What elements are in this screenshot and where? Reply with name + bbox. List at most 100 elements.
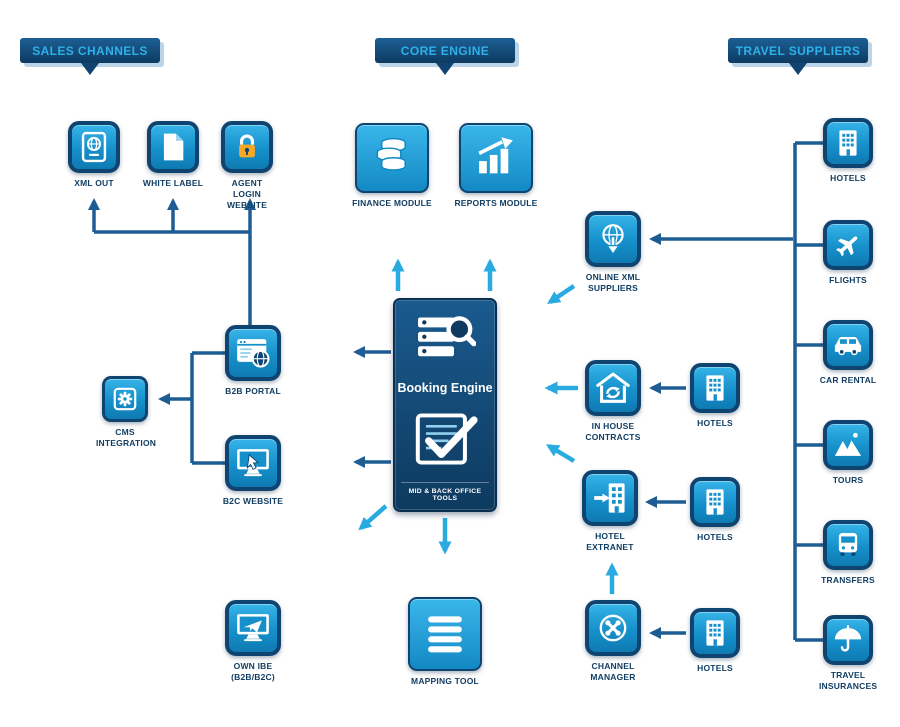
node-channel-manager: CHANNEL MANAGER — [585, 600, 641, 683]
white-label-label: WHITE LABEL — [142, 178, 204, 188]
node-agent-login: AGENT LOGIN WEBSITE — [221, 121, 273, 211]
cms-integration-label: CMS INTEGRATION — [96, 427, 157, 449]
monitor-cursor-icon — [237, 449, 269, 477]
hotels-tile — [690, 363, 740, 413]
mountains-icon-tile — [823, 420, 873, 470]
umbrella-icon — [834, 625, 862, 652]
online-xml-label: ONLINE XML SUPPLIERS — [585, 272, 641, 294]
umbrella-tile — [823, 615, 873, 665]
node-mapping-tool: MAPPING TOOL — [408, 597, 482, 687]
node-hotels-mid-1: HOTELS — [690, 363, 740, 429]
hotels-tile — [823, 118, 873, 168]
database-icon — [376, 137, 406, 171]
mapping-tool-tile — [408, 597, 482, 671]
supplier-hotels-label: HOTELS — [830, 173, 866, 183]
supplier-car-rental-label: CAR RENTAL — [819, 375, 877, 385]
b2b-portal-tile — [225, 325, 281, 381]
bar-chart-icon — [478, 137, 513, 174]
gear-box-icon — [113, 387, 137, 411]
banner-sales-channels: SALES CHANNELS — [20, 38, 160, 75]
globe-download-icon — [602, 224, 624, 256]
monitor-send-icon — [237, 614, 269, 642]
banner-travel-suppliers-label: TRAVEL SUPPLIERS — [735, 43, 861, 58]
own-ibe-tile — [225, 600, 281, 656]
banner-core-engine-label: CORE ENGINE — [400, 43, 490, 58]
in-house-tile — [585, 360, 641, 416]
car-icon — [834, 337, 862, 356]
document-icon — [163, 133, 184, 161]
node-xml-out: XML OUT — [68, 121, 120, 189]
supplier-tours-label: TOURS — [832, 475, 864, 485]
node-supplier-flights: FLIGHTS — [823, 220, 873, 286]
bus-icon — [838, 533, 858, 556]
supplier-flights-label: FLIGHTS — [829, 275, 867, 285]
lock-icon — [239, 134, 255, 158]
banner-sales-channels-box: SALES CHANNELS — [20, 38, 160, 63]
mountains-icon — [834, 432, 862, 456]
channel-manager-tile — [585, 600, 641, 656]
node-hotels-mid-2: HOTELS — [690, 477, 740, 543]
node-white-label: WHITE LABEL — [143, 121, 203, 189]
cms-tile — [102, 376, 148, 422]
booking-engine-title: Booking Engine — [397, 381, 493, 396]
finance-module-tile — [355, 123, 429, 193]
hotel-building-icon — [706, 375, 724, 401]
hotels-tile — [690, 477, 740, 527]
banner-tail — [436, 63, 454, 75]
banner-sales-channels-label: SALES CHANNELS — [32, 43, 148, 58]
node-supplier-travel-insurances: TRAVEL INSURANCES — [819, 615, 877, 692]
passport-globe-icon — [81, 131, 107, 163]
airplane-icon — [836, 236, 858, 257]
supplier-transfers-label: TRANSFERS — [821, 575, 875, 585]
xml-out-label: XML OUT — [74, 178, 114, 188]
node-supplier-transfers: TRANSFERS — [821, 520, 875, 586]
node-online-xml-suppliers: ONLINE XML SUPPLIERS — [585, 211, 641, 294]
node-in-house-contracts: IN HOUSE CONTRACTS — [585, 360, 641, 443]
mid-back-office-label: MID & BACK OFFICE TOOLS — [401, 481, 489, 502]
hub-network-icon — [599, 614, 627, 642]
search-server-icon — [418, 316, 476, 357]
node-supplier-tours: TOURS — [823, 420, 873, 486]
hotel-building-icon — [706, 489, 724, 515]
node-hotels-mid-3: HOTELS — [690, 608, 740, 674]
car-tile — [823, 320, 873, 370]
node-finance-module: FINANCE MODULE — [352, 123, 432, 209]
hotels-label: HOTELS — [697, 663, 733, 673]
node-own-ibe: OWN IBE (B2B/B2C) — [225, 600, 281, 683]
bus-tile — [823, 520, 873, 570]
hotel-building-icon — [706, 620, 724, 646]
b2c-website-tile — [225, 435, 281, 491]
hotel-building-icon — [839, 130, 857, 156]
node-b2b-portal: B2B PORTAL — [225, 325, 281, 397]
banner-travel-suppliers: TRAVEL SUPPLIERS — [728, 38, 868, 75]
booking-engine-box: Booking Engine MID & BACK OFFICE TOOLS — [393, 298, 497, 512]
mapping-tool-label: MAPPING TOOL — [411, 676, 479, 686]
list-lines-icon — [428, 616, 462, 653]
in-house-contracts-label: IN HOUSE CONTRACTS — [585, 421, 641, 443]
agent-login-tile — [221, 121, 273, 173]
flights-tile — [823, 220, 873, 270]
browser-globe-icon — [237, 339, 270, 368]
banner-core-engine-box: CORE ENGINE — [375, 38, 515, 63]
white-label-tile — [147, 121, 199, 173]
node-cms-integration: CMS INTEGRATION — [96, 376, 156, 449]
banner-core-engine: CORE ENGINE — [375, 38, 515, 75]
agent-login-label: AGENT LOGIN WEBSITE — [226, 178, 268, 211]
house-sync-icon — [596, 372, 630, 403]
hotel-extranet-tile — [582, 470, 638, 526]
node-b2c-website: B2C WEBSITE — [223, 435, 283, 507]
b2c-website-label: B2C WEBSITE — [222, 496, 284, 506]
banner-tail — [789, 63, 807, 75]
document-check-icon — [415, 413, 478, 465]
reports-module-label: REPORTS MODULE — [454, 198, 538, 208]
reports-module-tile — [459, 123, 533, 193]
banner-travel-suppliers-box: TRAVEL SUPPLIERS — [728, 38, 868, 63]
node-supplier-car-rental: CAR RENTAL — [820, 320, 876, 386]
node-hotel-extranet: HOTEL EXTRANET — [582, 470, 638, 553]
hotels-label: HOTELS — [697, 532, 733, 542]
hotels-tile — [690, 608, 740, 658]
xml-out-tile — [68, 121, 120, 173]
building-arrow-in-icon — [594, 483, 625, 513]
finance-module-label: FINANCE MODULE — [352, 198, 432, 208]
